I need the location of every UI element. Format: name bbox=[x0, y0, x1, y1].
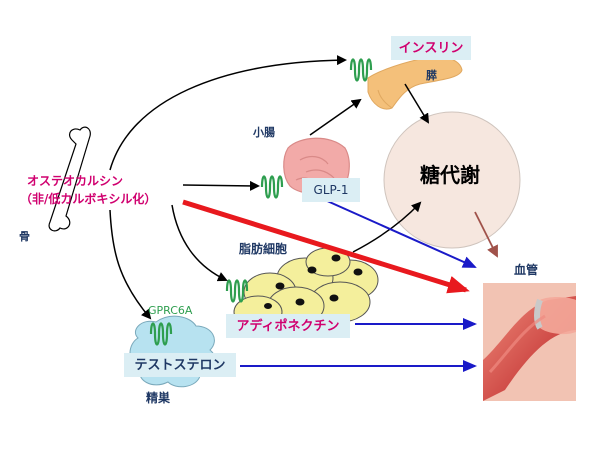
testis-label: 精巣 bbox=[146, 391, 171, 405]
receptor-label: GPRC6A bbox=[148, 304, 193, 317]
bone-icon bbox=[48, 126, 91, 232]
adiponectin-label: アディポネクチン bbox=[236, 318, 340, 334]
osteocalcin-label: オステオカルシン bbox=[27, 174, 124, 188]
bone-label: 骨 bbox=[19, 230, 30, 243]
adiponectin-box: アディポネクチン bbox=[226, 314, 350, 338]
pancreas-label: 膵 bbox=[426, 69, 437, 82]
blood-vessel-icon bbox=[483, 283, 576, 401]
testosterone-label: テストステロン bbox=[134, 357, 226, 373]
insulin-box: インスリン bbox=[391, 36, 471, 60]
glp1-box: GLP-1 bbox=[302, 178, 360, 202]
small-intestine-label: 小腸 bbox=[253, 126, 275, 139]
brown-arrow bbox=[474, 211, 498, 258]
osteocalcin-sublabel: （非/低カルボキシル化） bbox=[20, 192, 157, 206]
red-arrow bbox=[182, 199, 470, 294]
blood-vessel-label: 血管 bbox=[514, 263, 539, 277]
receptor-icon bbox=[149, 58, 373, 346]
testosterone-box: テストステロン bbox=[124, 353, 236, 377]
glucose-metabolism-label: 糖代謝 bbox=[420, 163, 480, 187]
blue-arrows bbox=[240, 199, 477, 372]
glp1-label: GLP-1 bbox=[313, 183, 349, 197]
adipocyte-label: 脂肪細胞 bbox=[239, 242, 288, 256]
insulin-label: インスリン bbox=[398, 40, 464, 56]
glucose-metabolism-circle bbox=[383, 111, 521, 249]
adipocyte-cluster-icon bbox=[233, 247, 379, 329]
